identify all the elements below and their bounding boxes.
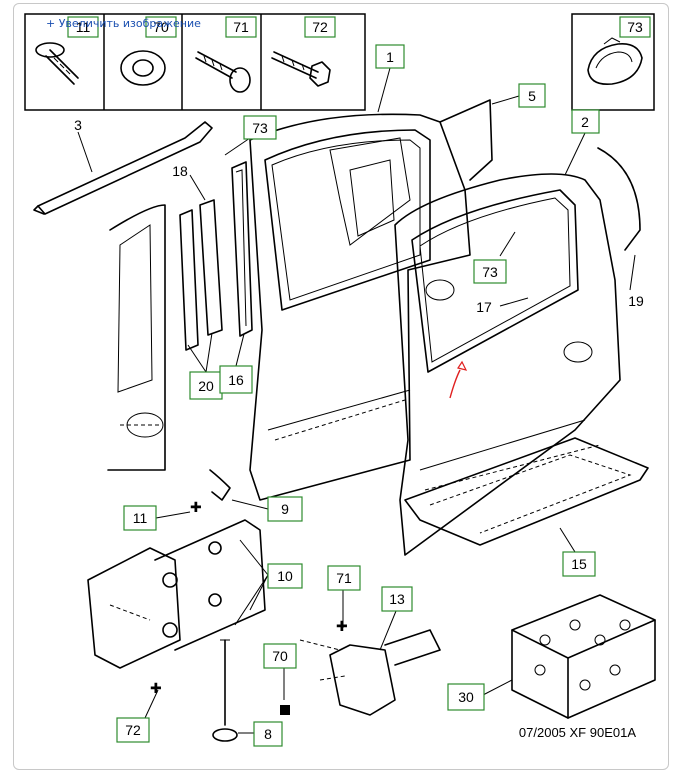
car-body-outline	[107, 204, 166, 471]
screw-71-icon	[195, 51, 251, 93]
callout-15: 15	[571, 556, 587, 572]
moulding-15	[404, 437, 649, 546]
callout-71-strap: 71	[336, 570, 352, 586]
callout-71-top: 71	[233, 19, 249, 35]
callout-16: 16	[228, 372, 244, 388]
callout-8: 8	[264, 726, 272, 742]
screw-11-icon	[35, 42, 79, 85]
diagram-frame	[13, 3, 669, 770]
label-19: 19	[628, 293, 644, 309]
seal-3	[33, 121, 213, 215]
fastener-strip: 11 70 71 72	[24, 13, 366, 111]
callout-72-top: 72	[312, 19, 328, 35]
callout-13: 13	[389, 591, 405, 607]
callout-9: 9	[281, 501, 289, 517]
callout-11-hinge: 11	[133, 510, 148, 526]
diagram-reference: 07/2005 XF 90E01A	[519, 725, 636, 740]
front-door	[249, 99, 493, 501]
callout-70-top: 70	[153, 19, 169, 35]
callout-5: 5	[528, 88, 536, 104]
callout-30: 30	[458, 689, 474, 705]
callout-70-strap: 70	[272, 648, 288, 664]
glass-strips	[179, 161, 253, 351]
rear-door	[394, 147, 641, 556]
cross-marker-icon: ✚	[190, 499, 202, 515]
check-strap-13	[280, 629, 441, 716]
callout-11-top: 11	[76, 19, 91, 35]
washer-70-icon	[120, 50, 166, 86]
callout-1: 1	[386, 49, 394, 65]
callout-73-top: 73	[627, 19, 643, 35]
screw-72-icon	[271, 51, 331, 87]
cross-marker-71-icon: ✚	[336, 618, 348, 634]
callout-20: 20	[198, 378, 214, 394]
callout-73-door: 73	[252, 120, 268, 136]
zoom-image-link[interactable]: + Увеличить изображение	[46, 17, 201, 30]
callouts: 1 5 2 3 73 18 73 17 19 20 16 11 9 10 71 …	[74, 44, 644, 747]
cross-marker-72-icon: ✚	[150, 680, 162, 696]
label-3: 3	[74, 117, 82, 133]
leader-lines: ✚ ✚	[77, 67, 636, 734]
callout-72-hinge: 72	[125, 722, 141, 738]
label-18: 18	[172, 163, 188, 179]
callout-2: 2	[581, 114, 589, 130]
callout-73-rear: 73	[482, 264, 498, 280]
hinge-assembly: ✚	[87, 469, 266, 742]
clip-73-box: 73	[571, 13, 655, 111]
callout-10: 10	[277, 568, 293, 584]
label-17: 17	[476, 299, 492, 315]
clip-box-30	[511, 594, 656, 719]
